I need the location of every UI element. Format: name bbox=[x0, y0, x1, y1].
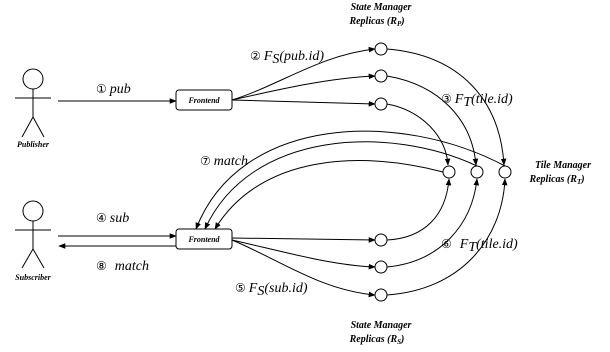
edge bbox=[231, 73, 376, 101]
replica-node bbox=[374, 69, 388, 83]
edge bbox=[386, 178, 452, 241]
edge bbox=[204, 141, 478, 230]
state-manager-bottom-title: State Manager bbox=[351, 320, 412, 331]
replica-node bbox=[374, 288, 388, 302]
replica-node bbox=[374, 97, 388, 111]
edge bbox=[231, 237, 376, 243]
replica-node bbox=[498, 165, 512, 179]
subscriber-label: Subscriber bbox=[15, 273, 51, 282]
replica-node bbox=[374, 233, 388, 247]
edge bbox=[231, 46, 376, 101]
state-manager-replicas-bottom bbox=[374, 233, 388, 302]
edge bbox=[386, 48, 507, 166]
state-manager-replicas-top bbox=[374, 42, 388, 111]
frontend-label-publisher: Frontend bbox=[187, 96, 220, 105]
frontend-label-subscriber: Frontend bbox=[187, 235, 220, 244]
replica-node bbox=[442, 165, 456, 179]
state-manager-top-subtitle: Replicas (RP) bbox=[348, 16, 404, 28]
publisher-label: Publisher bbox=[17, 140, 50, 149]
edge bbox=[386, 75, 479, 166]
subscriber-actor bbox=[15, 200, 51, 269]
edge bbox=[386, 178, 480, 268]
frontend-box-subscriber bbox=[175, 228, 233, 250]
replica-node bbox=[374, 42, 388, 56]
state-manager-bottom-subtitle: Replicas (RS) bbox=[349, 334, 405, 346]
edge bbox=[386, 178, 508, 296]
edge bbox=[231, 239, 376, 298]
replica-node bbox=[470, 165, 484, 179]
replica-node bbox=[374, 260, 388, 274]
edge bbox=[214, 160, 444, 230]
publisher-actor bbox=[15, 68, 51, 138]
tile-manager-replicas bbox=[442, 165, 512, 179]
edge bbox=[195, 130, 506, 230]
edge bbox=[231, 239, 376, 270]
edge bbox=[386, 103, 451, 166]
tile-manager-title: Tile Manager bbox=[535, 160, 591, 171]
state-manager-top-title: State Manager bbox=[351, 2, 412, 13]
edge bbox=[231, 99, 376, 107]
tile-manager-subtitle: Replicas (RT) bbox=[528, 174, 584, 186]
